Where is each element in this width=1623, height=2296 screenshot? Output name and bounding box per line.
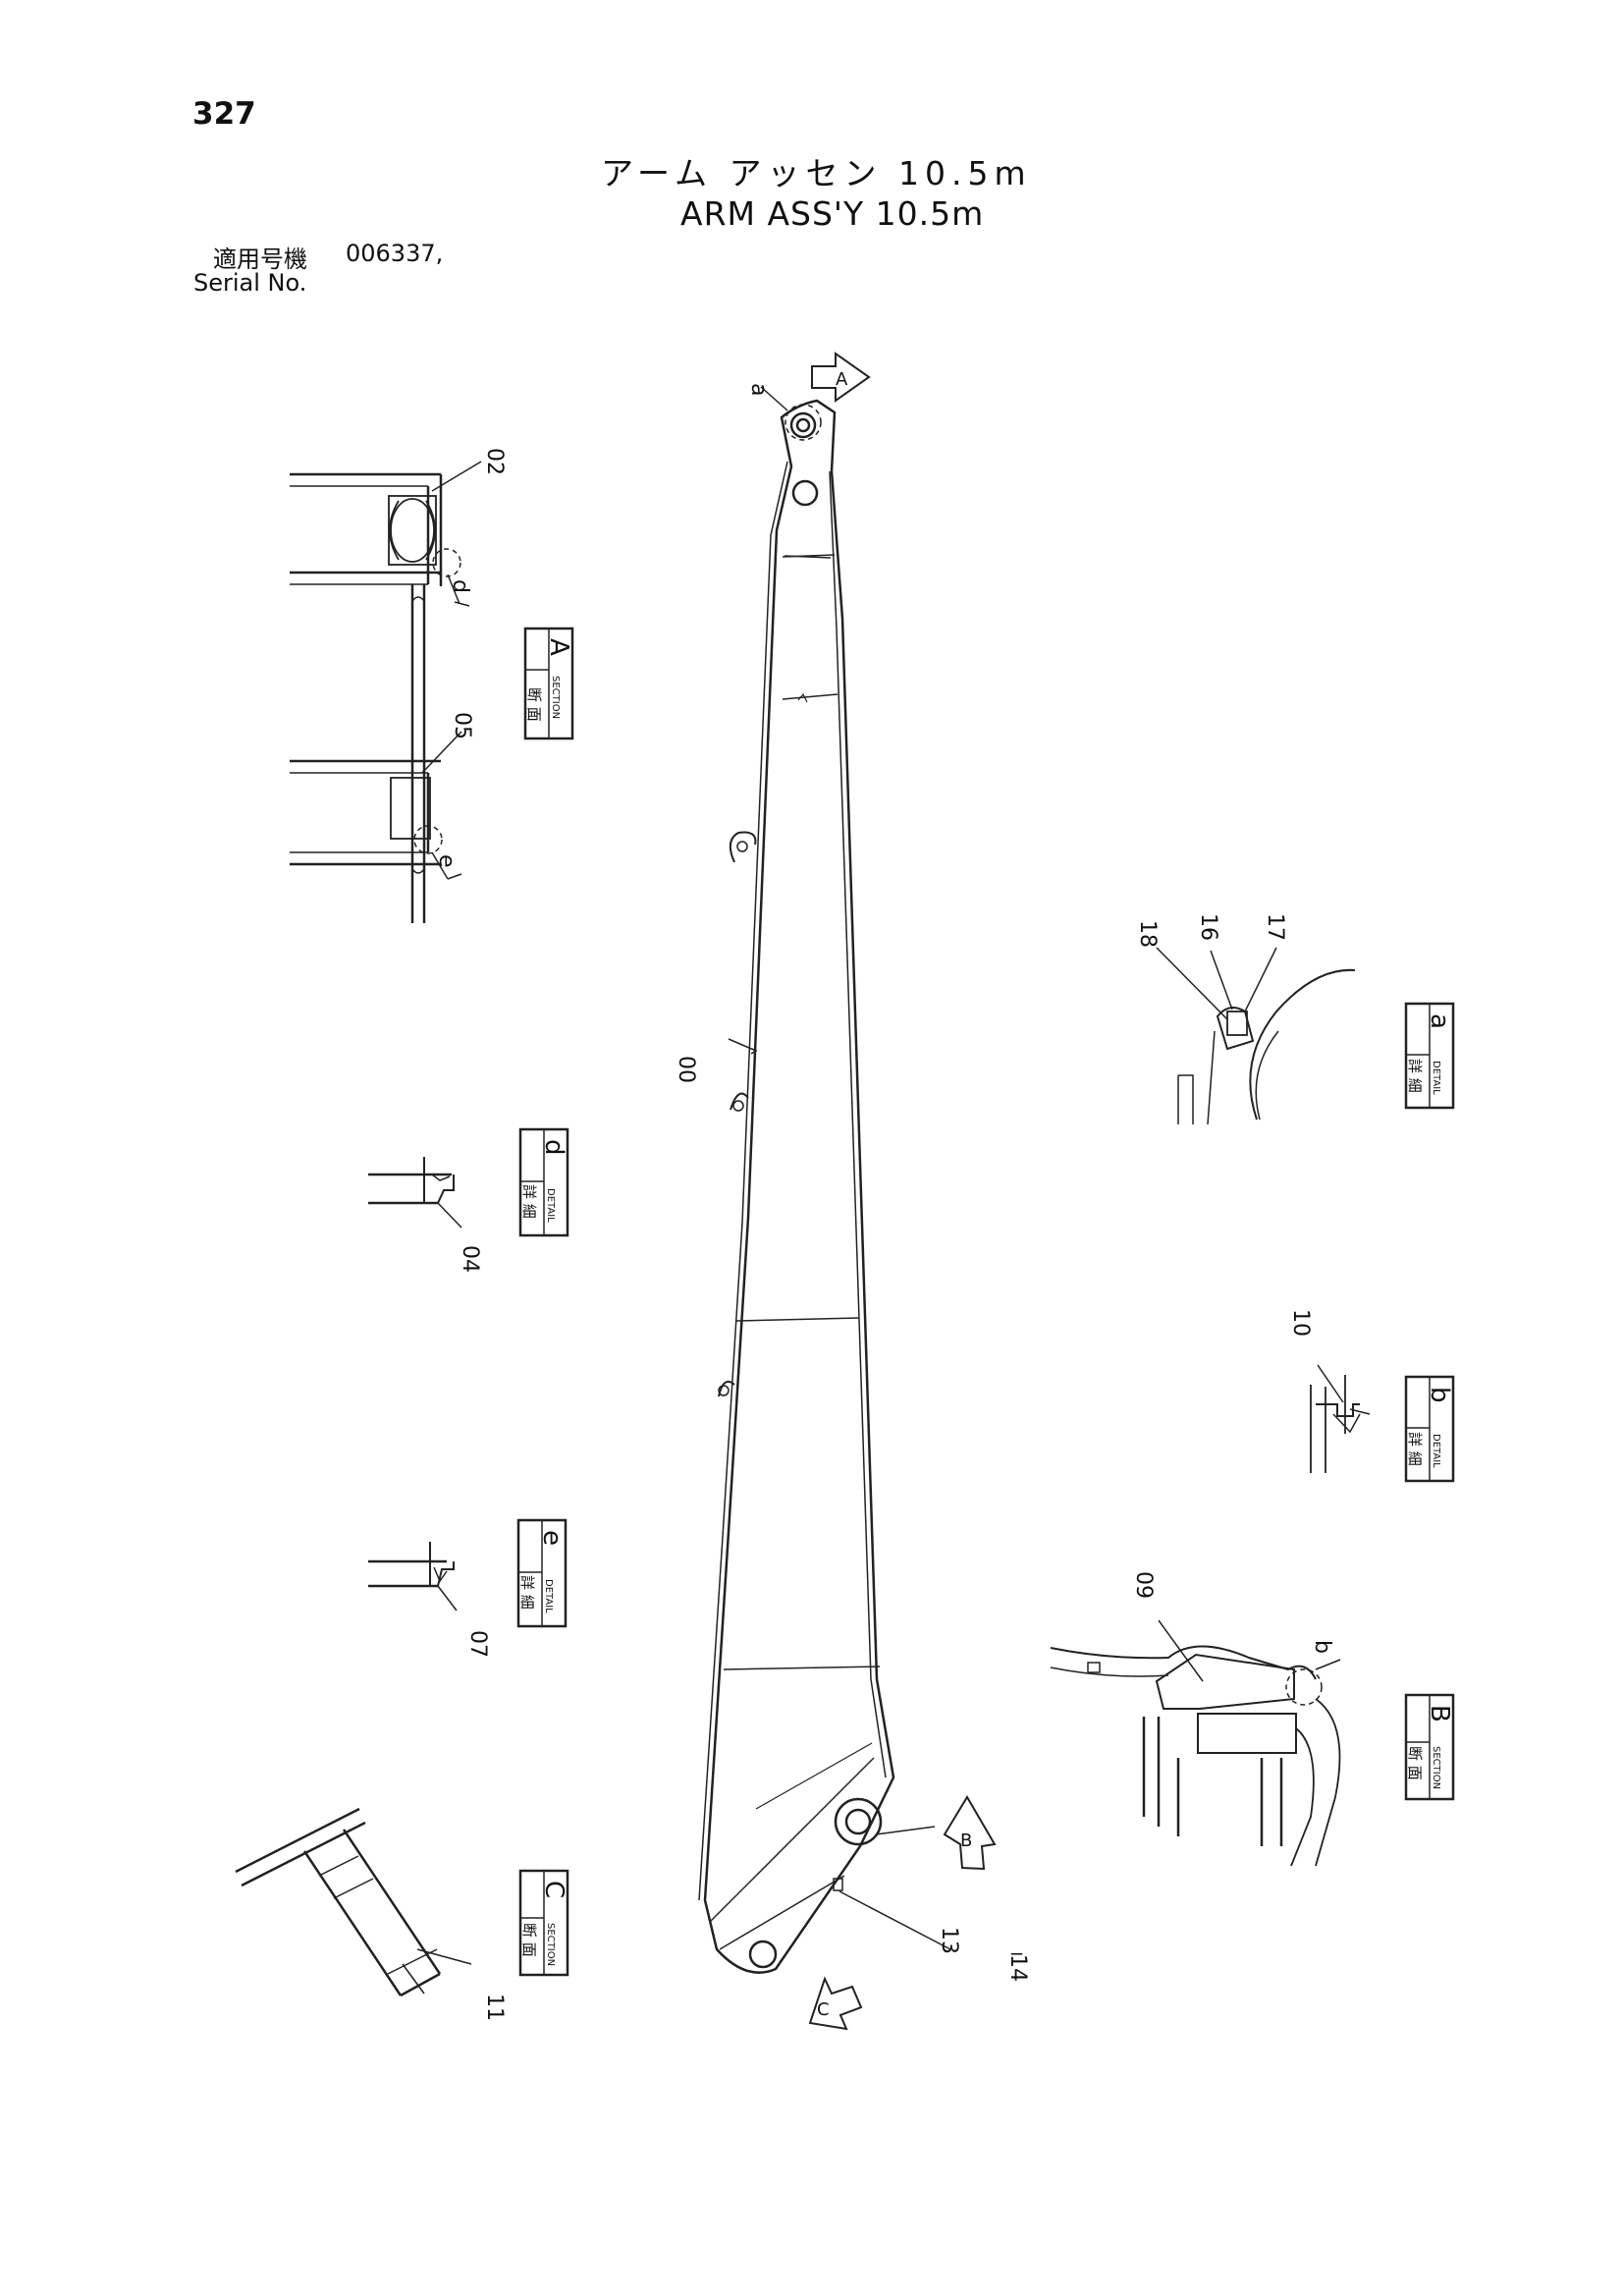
detail-ref-labels: a b d e (434, 383, 1334, 1654)
callout-17: 17 (1263, 913, 1287, 941)
view-marker-a: A (811, 352, 871, 403)
section-b-view (1050, 1619, 1341, 1867)
view-box-detail-a-jp: 詳 細 (1406, 1059, 1424, 1093)
applicability-label: 適用号機 (213, 246, 307, 273)
view-box-texts: 断 面 SECTION A 詳 細 DETAIL d 詳 細 DETAIL e … (518, 638, 1454, 1966)
view-box-detail-d-letter: d (539, 1139, 568, 1156)
callout-13-14-dash: _ (1010, 1931, 1023, 1955)
applicability-value: 006337, (346, 240, 444, 267)
view-box-detail-e (516, 1518, 568, 1628)
view-box-detail-b (1404, 1375, 1455, 1483)
detail-a-view (1156, 947, 1356, 1125)
view-marker-b: B (943, 1795, 997, 1871)
view-box-detail-e-letter: e (537, 1530, 567, 1546)
view-box-section-b-jp: 断 面 (1406, 1746, 1424, 1780)
view-box-section-a-en: SECTION (550, 676, 561, 719)
section-a-view (290, 461, 482, 923)
detail-e-view (368, 1542, 458, 1612)
callout-13: 13 (937, 1927, 961, 1954)
detail-d-view (368, 1157, 462, 1229)
view-box-section-b-en: SECTION (1431, 1746, 1441, 1789)
callout-09: 09 (1131, 1571, 1156, 1599)
view-box-section-a (523, 627, 574, 740)
detail-ref-b: b (1310, 1640, 1334, 1654)
callout-02: 02 (482, 448, 507, 475)
callout-18: 18 (1135, 920, 1160, 948)
view-box-section-c-jp: 断 面 (520, 1923, 538, 1957)
arm-body (698, 399, 895, 1974)
view-box-section-a-letter: A (544, 638, 573, 656)
view-box-section-c-en: SECTION (545, 1923, 556, 1966)
view-box-detail-d-jp: 詳 細 (520, 1184, 538, 1219)
callout-leaders (728, 386, 951, 1950)
view-box-detail-a-letter: a (1425, 1013, 1454, 1029)
view-box-section-b (1404, 1693, 1455, 1801)
page-number: 327 (192, 96, 256, 132)
view-marker-c: C (808, 1976, 863, 2031)
callout-05: 05 (450, 712, 474, 739)
view-box-detail-b-letter: b (1425, 1387, 1454, 1403)
callout-11: 11 (482, 1994, 507, 2021)
view-box-detail-b-en: DETAIL (1431, 1434, 1441, 1468)
detail-ref-e: e (434, 854, 459, 868)
view-box-section-c (518, 1869, 569, 1977)
title-english: ARM ASS'Y 10.5m (680, 194, 985, 233)
view-box-detail-d (518, 1127, 569, 1237)
title-japanese: アーム アッセン 10.5m (601, 154, 1032, 192)
detail-ref-a: a (746, 383, 771, 396)
callout-00: 00 (674, 1056, 698, 1083)
view-box-detail-e-en: DETAIL (543, 1579, 554, 1613)
detail-ref-d: d (448, 579, 472, 593)
view-box-section-a-jp: 断 面 (525, 687, 543, 722)
view-box-detail-a (1404, 1002, 1455, 1110)
view-marker-b-label: B (960, 1831, 972, 1851)
view-marker-a-label: A (836, 369, 848, 390)
callout-16: 16 (1196, 913, 1220, 941)
view-box-detail-d-en: DETAIL (545, 1188, 556, 1223)
serial-number-label: Serial No. (193, 269, 307, 297)
view-box-section-b-letter: B (1425, 1705, 1454, 1722)
callout-07: 07 (465, 1630, 490, 1658)
view-box-detail-b-jp: 詳 細 (1406, 1432, 1424, 1466)
view-box-section-c-letter: C (539, 1881, 568, 1898)
detail-b-view (1310, 1364, 1371, 1473)
callout-14: 14 (1005, 1954, 1030, 1982)
section-c-view (235, 1807, 472, 1997)
part-callout-labels: 00 02 04 05 07 09 10 11 13 14 _ 16 17 18 (450, 448, 1313, 2021)
view-marker-c-label: C (817, 1999, 830, 2020)
callout-10: 10 (1288, 1309, 1313, 1337)
callout-04: 04 (458, 1245, 482, 1273)
view-box-detail-e-jp: 詳 細 (518, 1575, 536, 1610)
view-box-detail-a-en: DETAIL (1431, 1061, 1441, 1095)
